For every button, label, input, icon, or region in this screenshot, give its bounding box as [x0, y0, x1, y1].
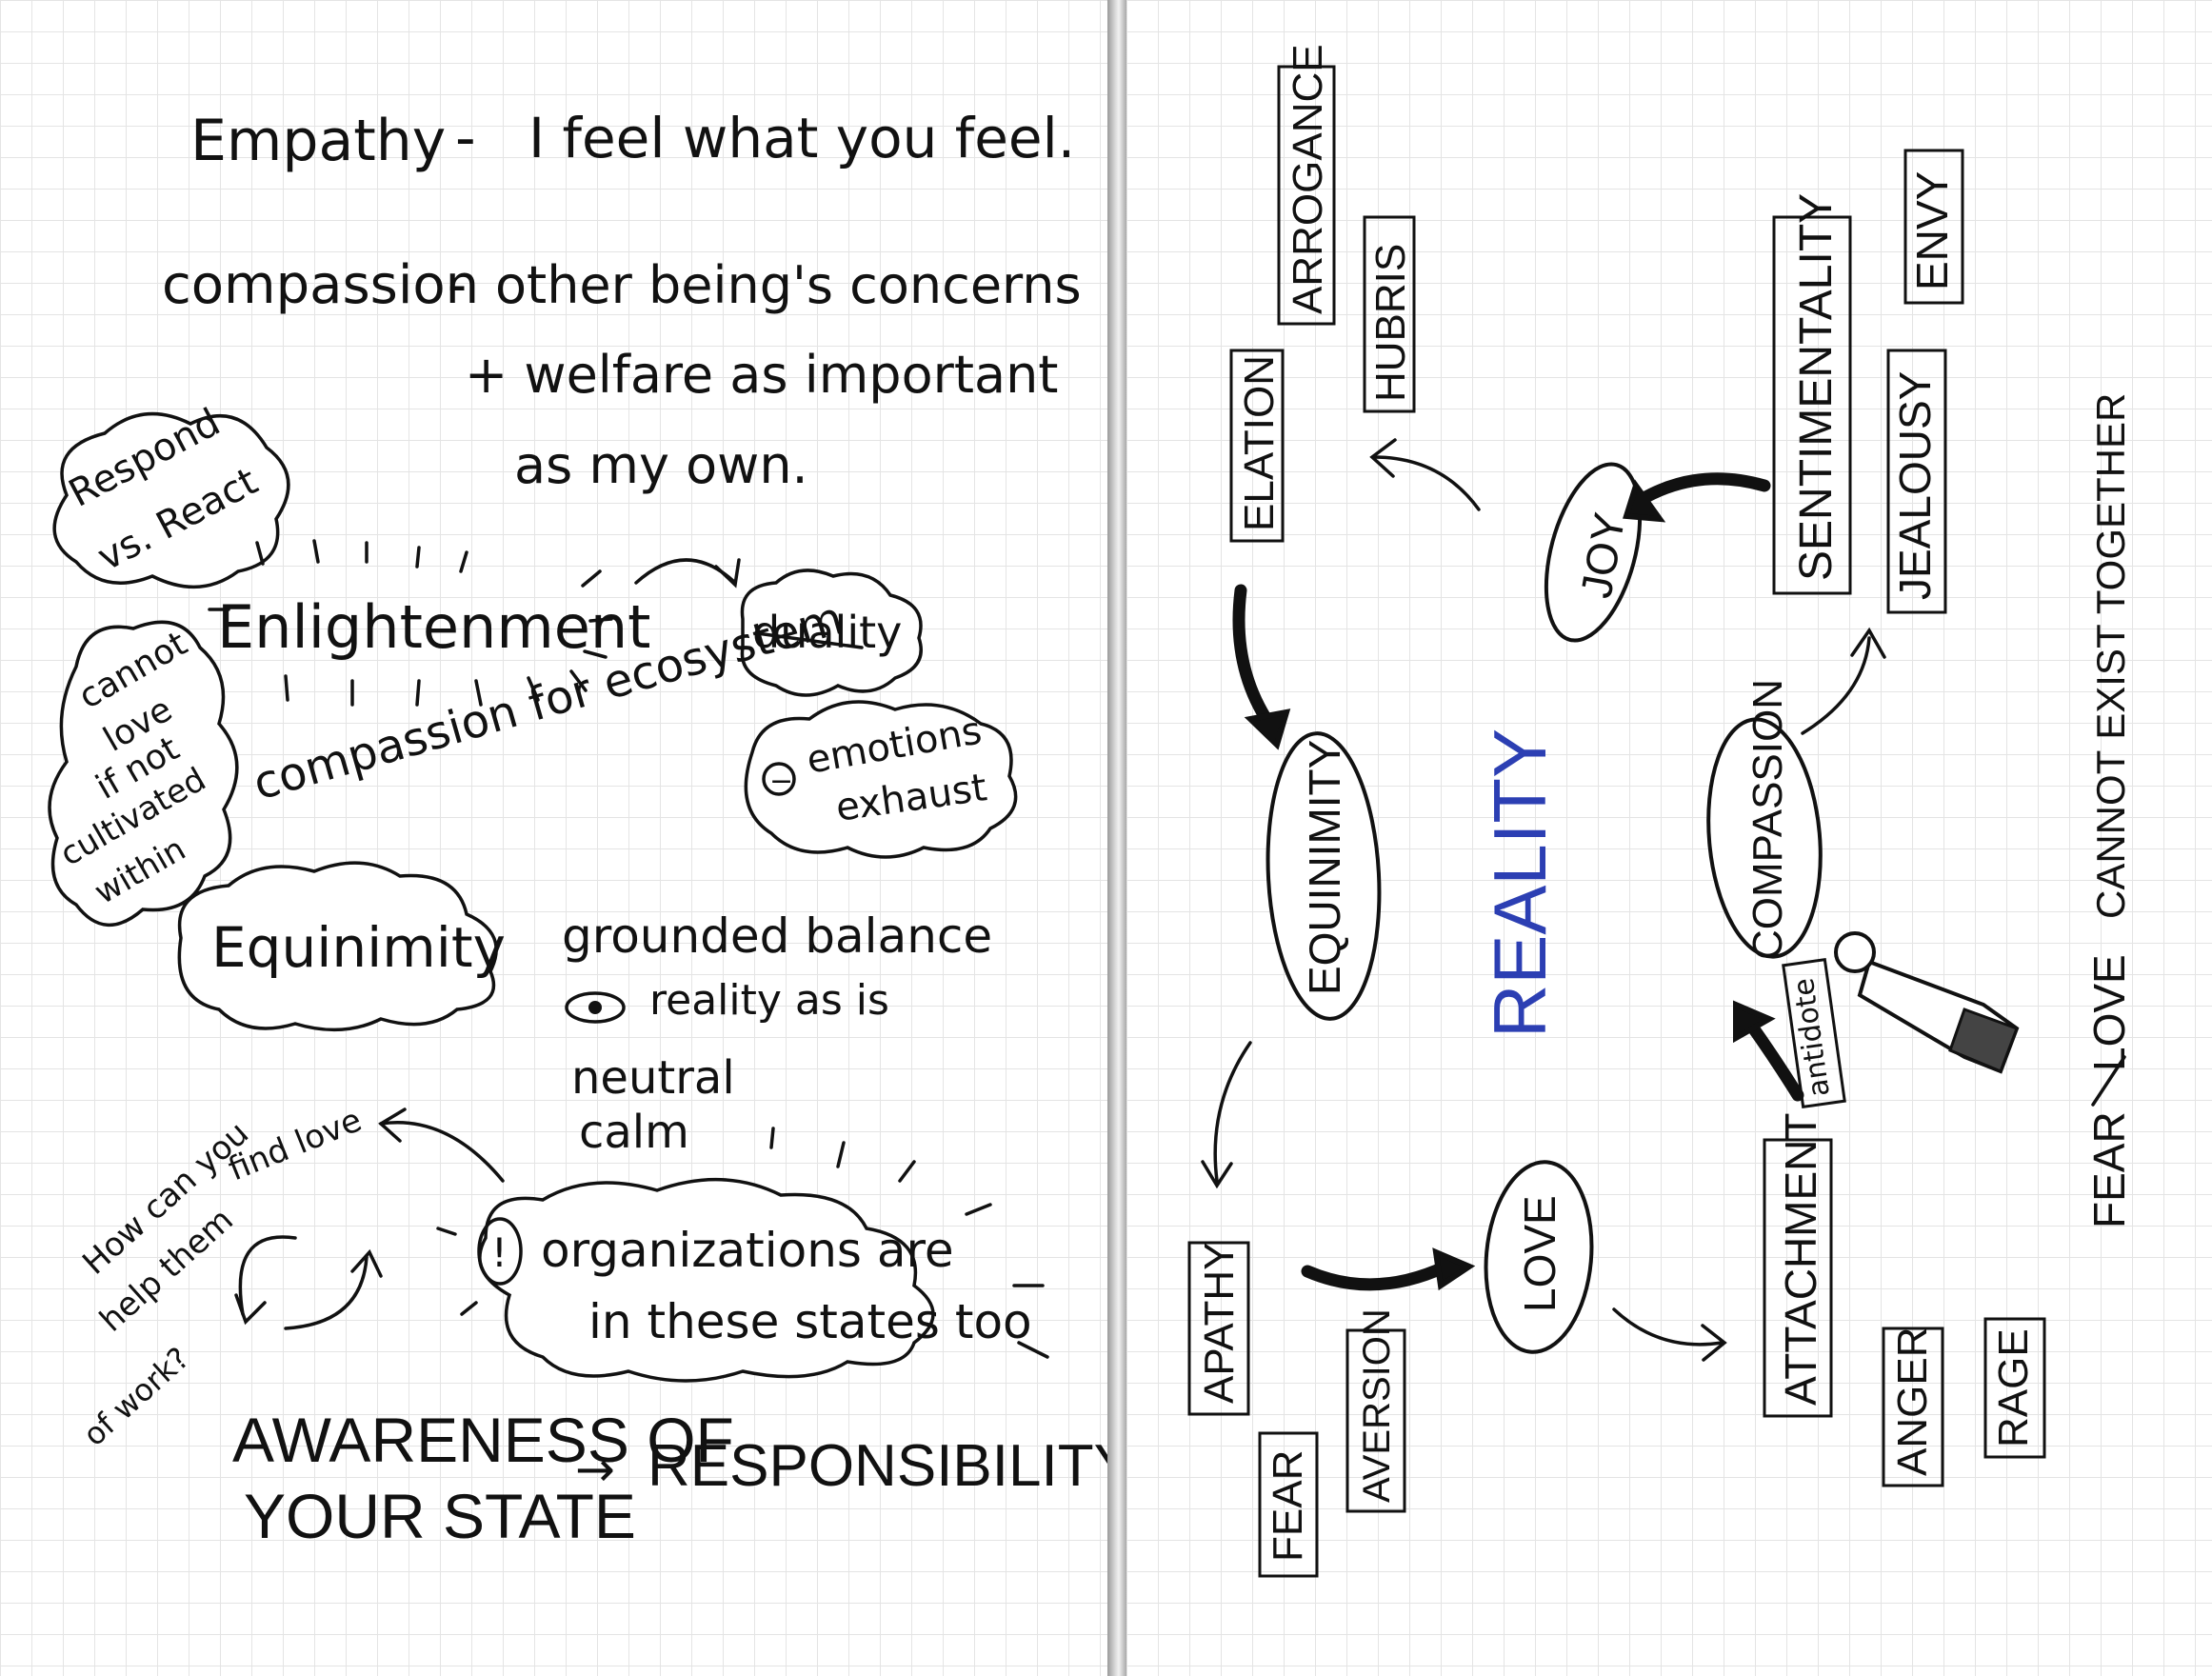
equinimity-cloud — [177, 861, 498, 1032]
side-note-rest: CANNOT EXIST TOGETHER — [2088, 393, 2133, 919]
hubris-label: HUBRIS — [1367, 244, 1414, 402]
equinimity-label: EQUINIMITY — [1300, 740, 1349, 995]
sentimentality-label: SENTIMENTALITY — [1791, 193, 1842, 581]
envy-label: ENVY — [1907, 171, 1957, 290]
empathy-definition: I feel what you feel. — [528, 106, 1075, 170]
attachment-label: ATTACHMENT — [1776, 1113, 1825, 1407]
compassion-label: COMPASSION — [1744, 679, 1791, 960]
exclamation-circle-icon — [477, 1217, 523, 1286]
compassion-dash: - — [448, 254, 467, 316]
reality-label: REALITY — [1478, 728, 1562, 1038]
grounded-balance-text: grounded balance — [562, 908, 992, 964]
awareness-line-2: YOUR STATE — [244, 1481, 636, 1551]
arrogance-box — [1277, 65, 1336, 326]
joy-oval — [1544, 462, 1643, 643]
antidote-box — [1782, 957, 1846, 1109]
equinimity-oval — [1265, 731, 1382, 1021]
cycle-arrow-left — [238, 1235, 297, 1316]
love-label: LOVE — [1515, 1195, 1564, 1312]
equinimity-cloud-text: Equinimity — [211, 915, 506, 980]
emotions-exhaust-cloud — [744, 700, 1018, 859]
arrow-to-question — [379, 1121, 505, 1183]
envy-box — [1903, 149, 1964, 305]
organizations-rays — [436, 1127, 1049, 1359]
cannot-love-cloud — [48, 620, 239, 927]
jealousy-box — [1886, 349, 1947, 614]
fear-box — [1258, 1431, 1319, 1578]
minus-sign: − — [769, 765, 793, 798]
duality-cloud — [740, 569, 923, 697]
elation-box — [1229, 349, 1285, 543]
apathy-box — [1187, 1241, 1250, 1416]
empathy-dash: - — [455, 105, 476, 171]
arrow-to-responsibility: → — [575, 1442, 615, 1497]
fear-label: FEAR — [1265, 1450, 1311, 1562]
side-note-fear: FEAR — [2084, 1111, 2134, 1228]
arrow-equinimity-to-apathy — [1213, 1041, 1252, 1183]
minus-circle-icon — [762, 762, 796, 796]
jealousy-label: JEALOUSY — [1890, 371, 1940, 600]
anger-box — [1882, 1327, 1944, 1487]
rage-box — [1983, 1317, 2046, 1459]
thick-arrow-to-joy — [1634, 472, 1771, 507]
question-line-4: of work? — [76, 1340, 196, 1453]
organizations-line-1: organizations are — [541, 1223, 954, 1278]
pen-icon — [1834, 931, 2020, 1074]
exclamation-mark: ! — [491, 1229, 508, 1276]
left-page: Empathy - I feel what you feel. compassi… — [0, 0, 1107, 1676]
hubris-box — [1363, 215, 1416, 413]
rage-label: RAGE — [1990, 1328, 2037, 1447]
compassion-line-2: + welfare as important — [465, 345, 1058, 405]
neutral-text: neutral — [571, 1051, 735, 1105]
aversion-box — [1345, 1328, 1406, 1513]
arrogance-label: ARROGANCE — [1285, 44, 1331, 314]
aversion-label: AVERSION — [1356, 1308, 1398, 1503]
right-page: ARROGANCE HUBRIS ELATION JOY SENTIMENTAL… — [1126, 0, 2212, 1676]
question-line-3: find love — [223, 1101, 367, 1188]
love-oval — [1484, 1160, 1594, 1354]
thick-arrow-to-compassion — [1744, 1017, 1804, 1102]
apathy-label: APATHY — [1196, 1242, 1243, 1404]
side-note-love: LOVE — [2084, 954, 2134, 1071]
side-note-slash — [2091, 1055, 2126, 1107]
eye-icon — [565, 991, 626, 1024]
compassion-line-1: other being's concerns — [495, 255, 1082, 315]
arrow-joy-to-elation — [1372, 455, 1481, 511]
responsibility-text: RESPONSIBILITY — [648, 1433, 1107, 1499]
arrow-compassion-to-sentimentality — [1801, 636, 1871, 735]
compassion-oval — [1706, 717, 1823, 959]
thick-arrow-to-equinimity — [1232, 584, 1276, 730]
thick-arrow-to-love — [1301, 1260, 1452, 1291]
notebook-spine — [1107, 0, 1126, 1676]
reality-as-is-text: reality as is — [649, 976, 889, 1025]
enlightenment-rays — [208, 539, 613, 707]
enlightenment-text: Enlightenment — [217, 592, 650, 662]
empathy-term: Empathy — [190, 108, 446, 174]
calm-text: calm — [579, 1106, 689, 1159]
compassion-line-3: as my own. — [514, 435, 808, 495]
attachment-box — [1763, 1138, 1833, 1418]
compassion-term: compassion — [162, 254, 479, 316]
anger-label: ANGER — [1889, 1327, 1936, 1476]
organizations-line-2: in these states too — [588, 1294, 1032, 1349]
arrow-love-to-attachment — [1612, 1307, 1724, 1347]
cycle-arrow-right — [284, 1255, 369, 1330]
organizations-cloud — [478, 1177, 935, 1383]
awareness-line-1: AWARENESS OF — [232, 1405, 734, 1475]
arrow-to-duality — [634, 558, 735, 585]
respond-react-cloud — [52, 411, 290, 589]
elation-label: ELATION — [1236, 355, 1283, 531]
emotion-cycle-diagram: ARROGANCE HUBRIS ELATION JOY SENTIMENTAL… — [1187, 44, 2134, 1578]
left-page-sketch: Empathy - I feel what you feel. compassi… — [48, 105, 1107, 1551]
duality-text: duality — [752, 607, 902, 658]
sentimentality-box — [1772, 215, 1852, 595]
